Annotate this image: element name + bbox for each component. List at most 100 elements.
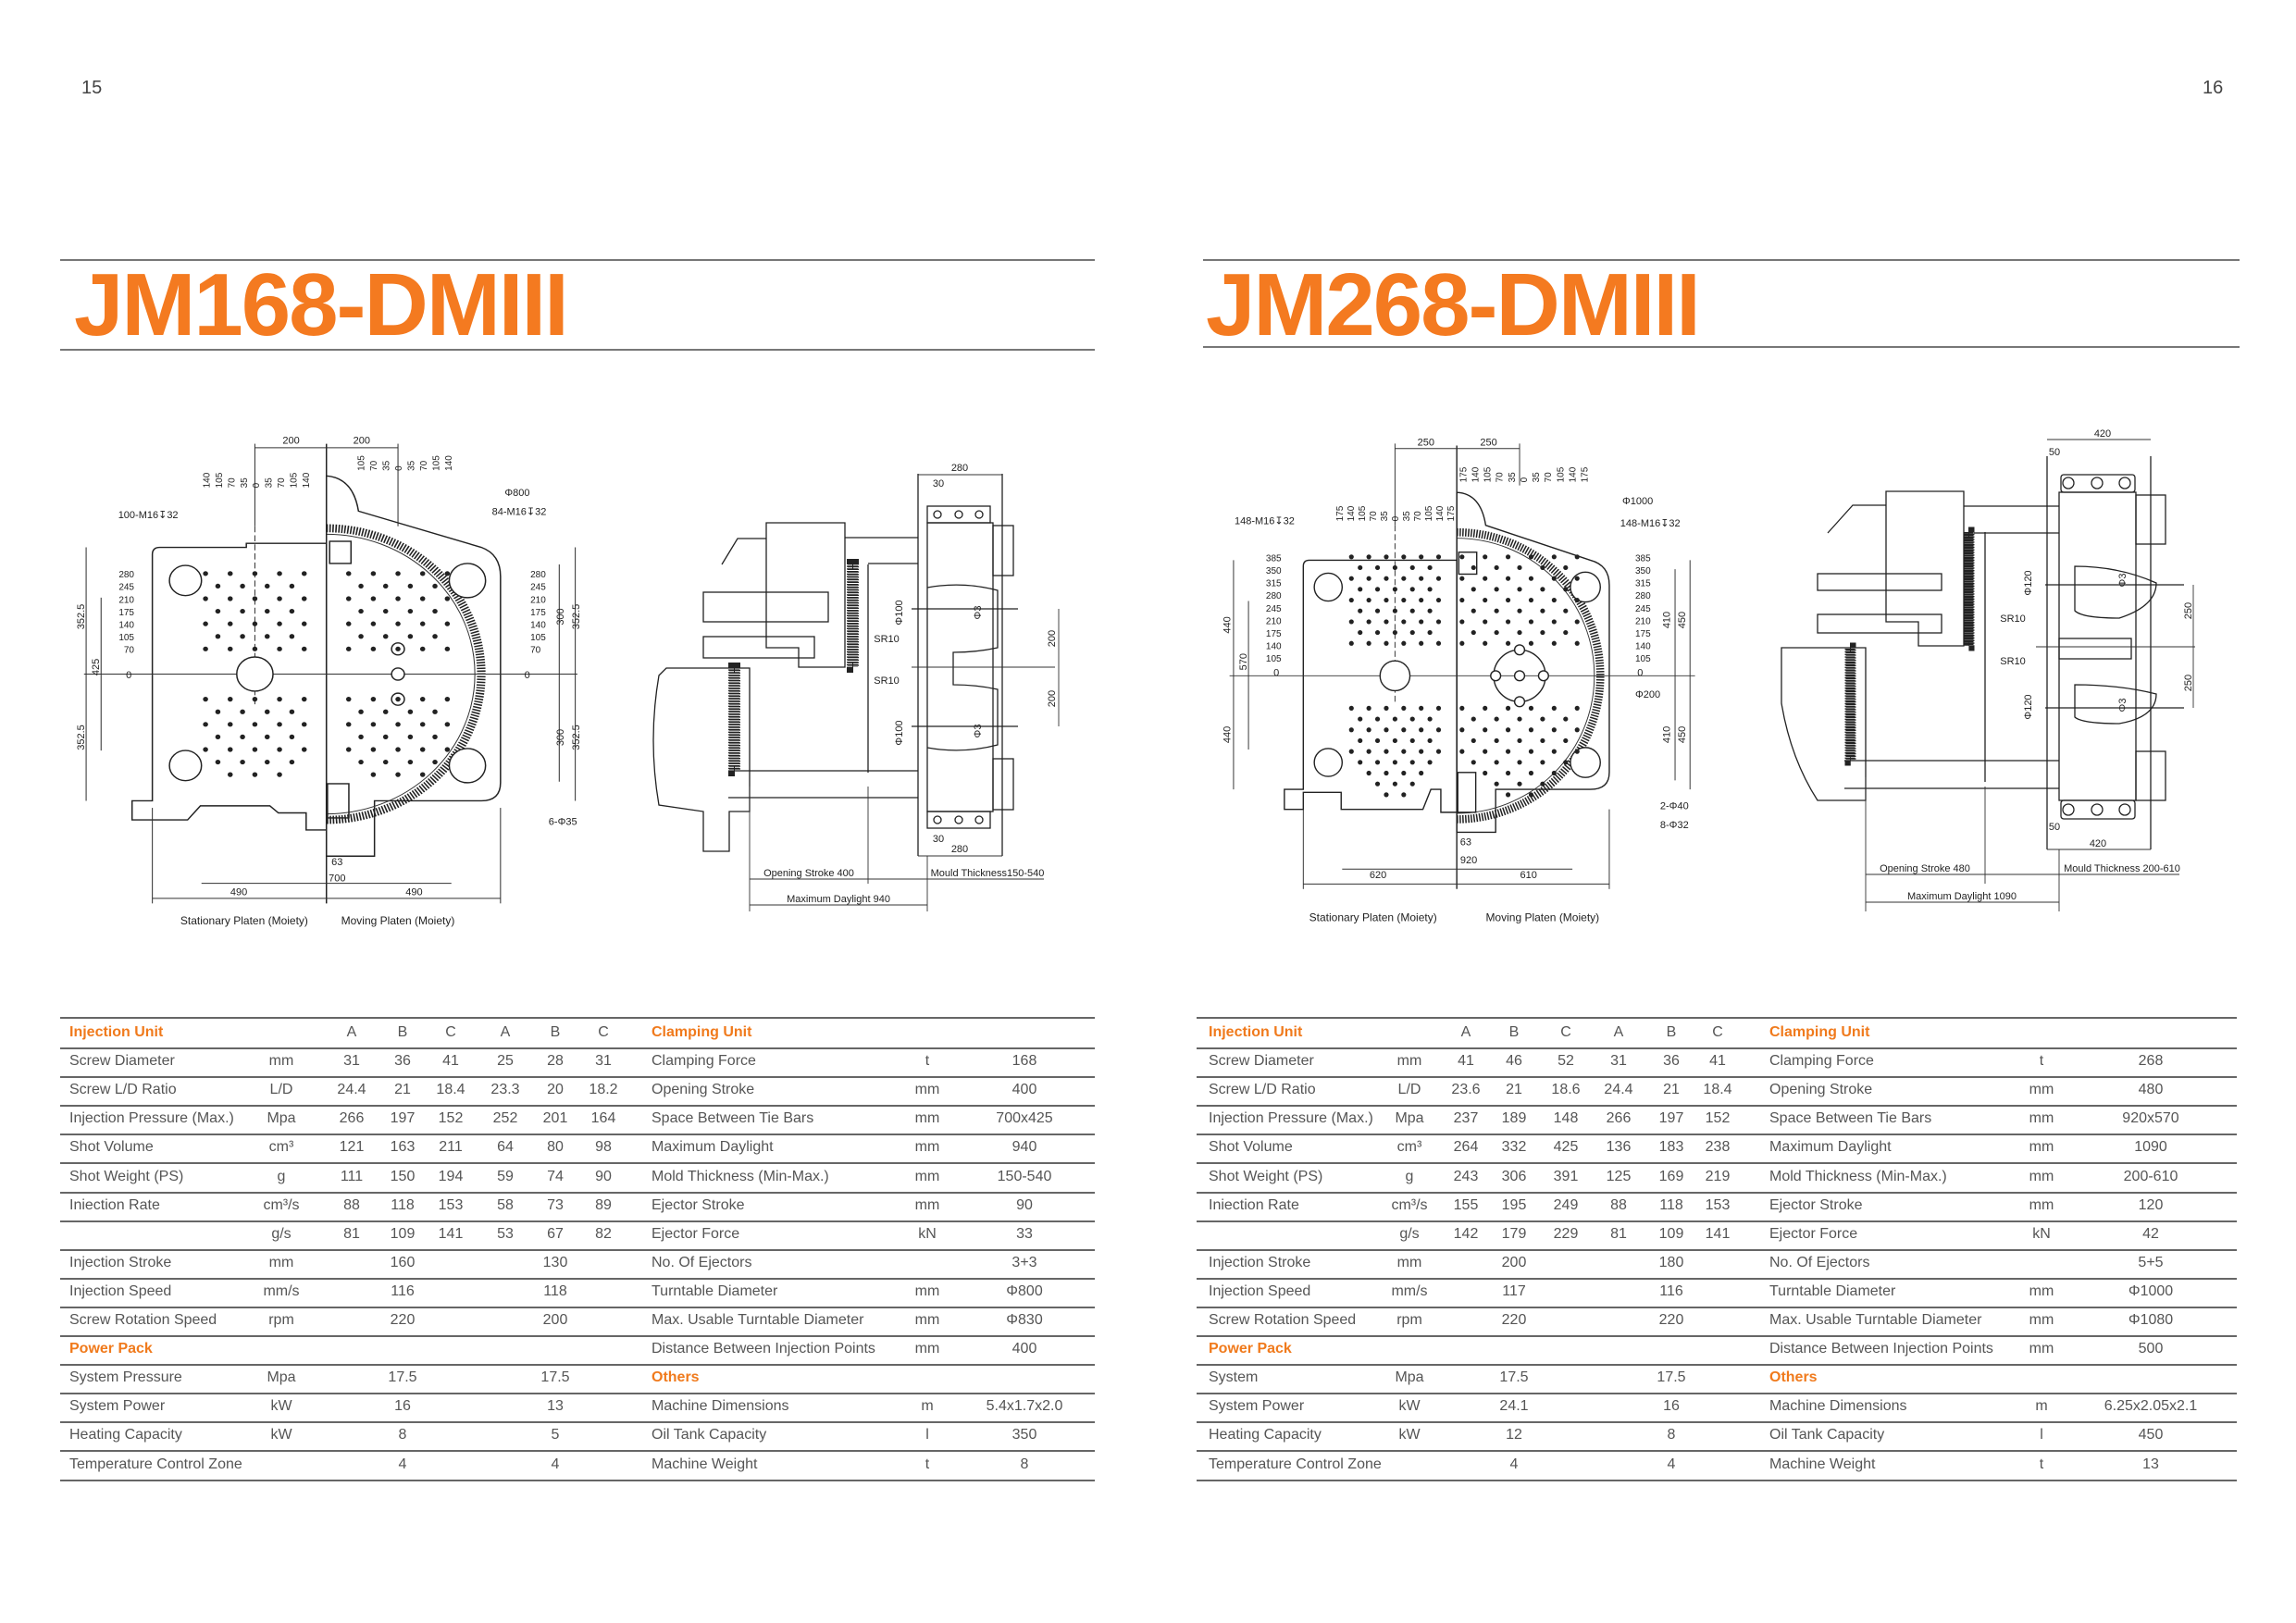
spec-value: 400 — [1011, 1082, 1037, 1098]
mounting-hole — [277, 646, 282, 651]
mounting-hole — [345, 621, 352, 626]
mounting-hole — [1435, 640, 1442, 646]
mounting-hole — [1494, 716, 1499, 722]
mounting-hole — [1528, 749, 1534, 754]
hole-row-tick: 140 — [1635, 642, 1651, 652]
spec-label: Ejector Stroke — [1769, 1196, 1863, 1213]
spec-value: 148 — [1553, 1110, 1579, 1127]
dimension-label: Φ3 — [2117, 574, 2128, 588]
spec-value: 23.6 — [1451, 1082, 1481, 1098]
spec-value: 16 — [394, 1398, 411, 1415]
spec-value: 266 — [339, 1110, 365, 1127]
spec-label: Screw Rotation Speed — [1209, 1312, 1357, 1328]
spec-value: 194 — [438, 1168, 464, 1184]
spec-label: Shot Volume — [1209, 1139, 1293, 1156]
mounting-hole — [1517, 630, 1522, 636]
mounting-hole — [1374, 564, 1381, 571]
spec-value: 17.5 — [1657, 1369, 1686, 1386]
mounting-hole — [1409, 587, 1415, 592]
mounting-hole — [407, 634, 414, 639]
spec-value: 20 — [547, 1082, 564, 1098]
mounting-hole — [277, 772, 282, 777]
hole-row-tick: 140 — [530, 621, 546, 631]
mounting-hole — [1574, 554, 1580, 560]
mounting-hole — [1551, 727, 1557, 733]
mounting-hole — [1494, 630, 1499, 636]
mounting-hole — [444, 747, 451, 752]
dimension-label: 280 — [951, 844, 968, 855]
dimension-label: 250 — [1418, 438, 1434, 449]
mounting-hole — [1574, 705, 1580, 711]
mounting-hole — [1348, 705, 1354, 711]
hole-column-tick: 35 — [1380, 511, 1390, 522]
mounting-hole — [1517, 716, 1522, 722]
mounting-hole — [1374, 587, 1381, 592]
title-rule-top — [1203, 259, 2240, 261]
mounting-hole — [1348, 619, 1354, 625]
spec-unit: rpm — [1396, 1312, 1422, 1328]
spec-label: Distance Between Injection Points — [1769, 1341, 1993, 1357]
spec-value: 180 — [1658, 1254, 1684, 1270]
mounting-hole — [227, 722, 233, 727]
mounting-hole — [1435, 705, 1442, 711]
dimension-label: 450 — [1677, 612, 1688, 628]
dimension-label: 410 — [1662, 612, 1673, 628]
mounting-hole — [1409, 564, 1415, 571]
spec-value: 350 — [1011, 1427, 1037, 1443]
mounting-hole — [419, 596, 426, 601]
mounting-hole — [358, 634, 364, 639]
mounting-hole — [1384, 576, 1389, 581]
dimension-label: 63 — [1460, 836, 1471, 848]
mounting-hole — [1409, 737, 1415, 744]
spec-unit: rpm — [268, 1312, 294, 1328]
hole-row-tick: 175 — [530, 608, 546, 618]
mounting-hole — [1427, 716, 1433, 722]
spec-value: 252 — [492, 1110, 518, 1127]
hole-row-tick: 210 — [1266, 616, 1282, 626]
spec-unit: mm — [914, 1312, 940, 1328]
spec-label: Ejector Force — [652, 1225, 740, 1242]
hole-column-tick: 70 — [1496, 472, 1506, 483]
dimension-label: 490 — [230, 887, 247, 898]
hole-column-tick: 0 — [252, 482, 262, 488]
mounting-hole — [1401, 727, 1407, 733]
spec-label: Heating Capacity — [69, 1427, 182, 1443]
mounting-hole — [1563, 630, 1569, 636]
dimension-label: 352.5 — [571, 604, 582, 630]
mounting-hole — [252, 747, 258, 752]
mounting-hole — [1366, 770, 1371, 776]
spec-label: Iniection Rate — [69, 1196, 160, 1213]
mounting-hole — [1358, 737, 1363, 744]
mounting-hole — [1358, 564, 1363, 571]
mounting-hole — [1540, 716, 1545, 722]
spec-value: 130 — [542, 1254, 568, 1270]
dimension-label: Opening Stroke 400 — [763, 868, 854, 879]
mounting-hole — [1517, 760, 1522, 765]
spec-value: 8 — [1667, 1427, 1676, 1443]
mounting-hole — [1459, 727, 1465, 733]
mounting-hole — [1563, 716, 1569, 722]
mounting-hole — [1366, 727, 1371, 733]
mounting-hole — [1505, 576, 1511, 581]
mounting-hole — [1427, 737, 1433, 744]
spec-unit: mm — [2029, 1110, 2054, 1127]
mounting-hole — [395, 747, 401, 752]
mounting-hole — [370, 722, 377, 727]
mounting-hole — [1348, 640, 1354, 646]
hole-row-tick: 280 — [1266, 591, 1282, 601]
spec-value: 425 — [1553, 1139, 1579, 1156]
spec-label: Distance Between Injection Points — [652, 1341, 875, 1357]
hole-row-tick: 280 — [1635, 591, 1651, 601]
mounting-hole — [1401, 619, 1407, 625]
dimension-label: 63 — [331, 857, 342, 868]
spec-unit: Mpa — [1395, 1110, 1424, 1127]
mounting-hole — [1358, 630, 1363, 636]
mounting-hole — [370, 571, 377, 576]
spec-value: 220 — [1658, 1312, 1684, 1328]
spec-unit: mm — [1396, 1254, 1422, 1270]
screw-column-header: C — [598, 1024, 609, 1040]
dimension-label: 30 — [933, 478, 944, 489]
moving-platen-outline — [325, 475, 502, 857]
